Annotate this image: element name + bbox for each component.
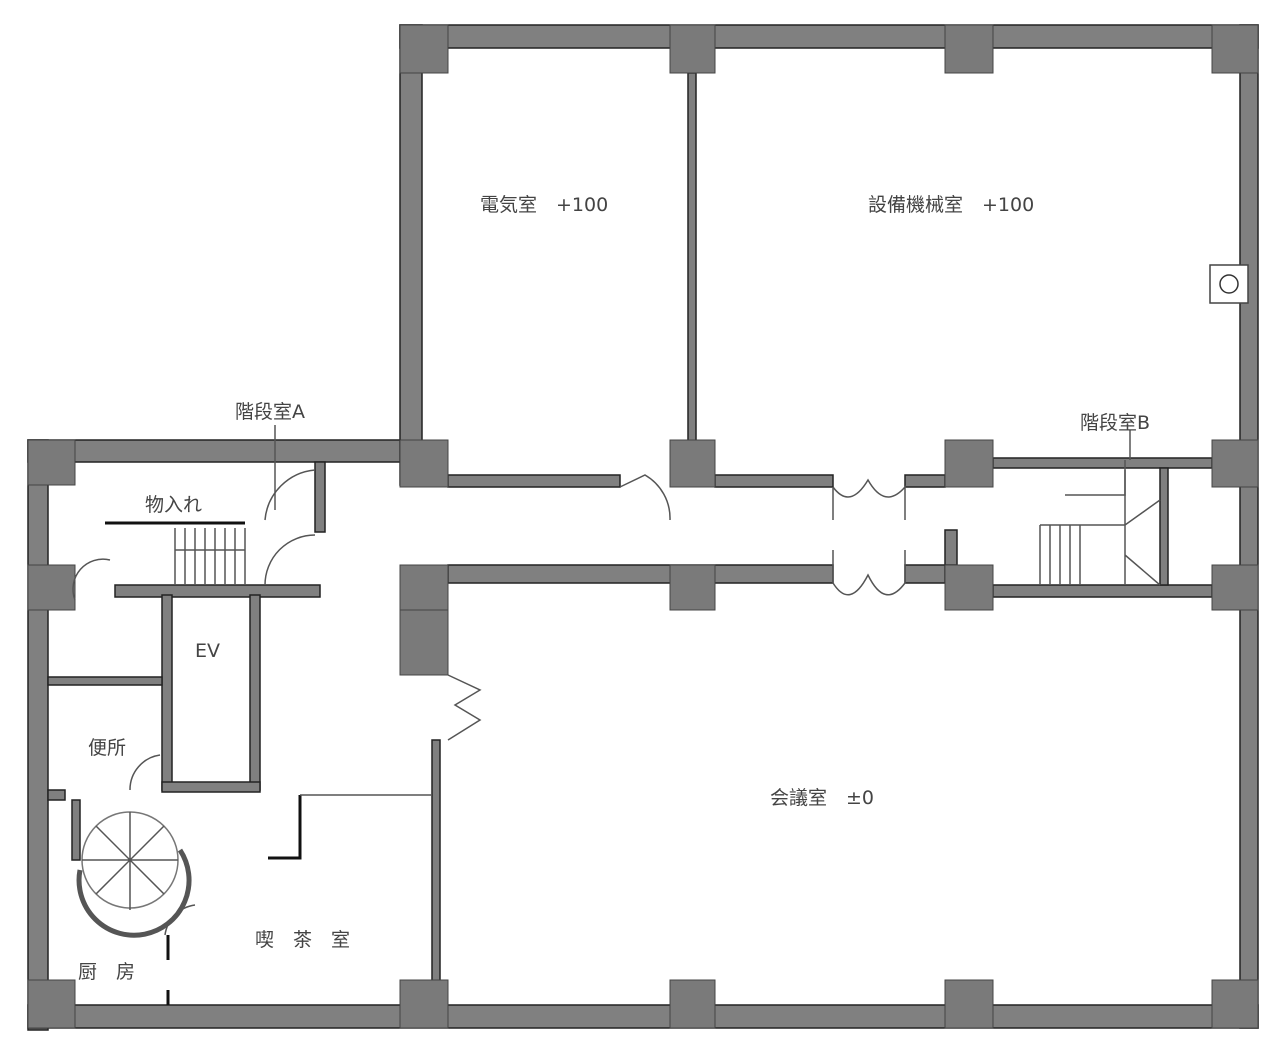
room-stair-a-label: 階段室A xyxy=(235,401,305,423)
room-kitchen-label: 厨 房 xyxy=(78,961,136,983)
room-electrical-label: 電気室 +100 xyxy=(480,194,609,216)
stair-a xyxy=(105,521,246,585)
room-storage-label: 物入れ xyxy=(145,494,203,516)
spiral-stair xyxy=(76,811,192,938)
room-meeting-label: 会議室 ±0 xyxy=(770,787,875,809)
shaft-symbol xyxy=(1209,264,1249,304)
room-toilet-label: 便所 xyxy=(88,737,127,759)
room-cafe-label: 喫 茶 室 xyxy=(255,929,351,951)
leader-lines xyxy=(274,425,1131,510)
room-machine-label: 設備機械室 +100 xyxy=(868,194,1035,216)
room-ev-label: EV xyxy=(195,640,221,662)
walls xyxy=(27,24,1259,1031)
room-stair-b-label: 階段室B xyxy=(1080,412,1151,434)
stair-b xyxy=(1039,460,1161,586)
columns xyxy=(27,24,1259,1029)
doors xyxy=(72,469,906,1005)
